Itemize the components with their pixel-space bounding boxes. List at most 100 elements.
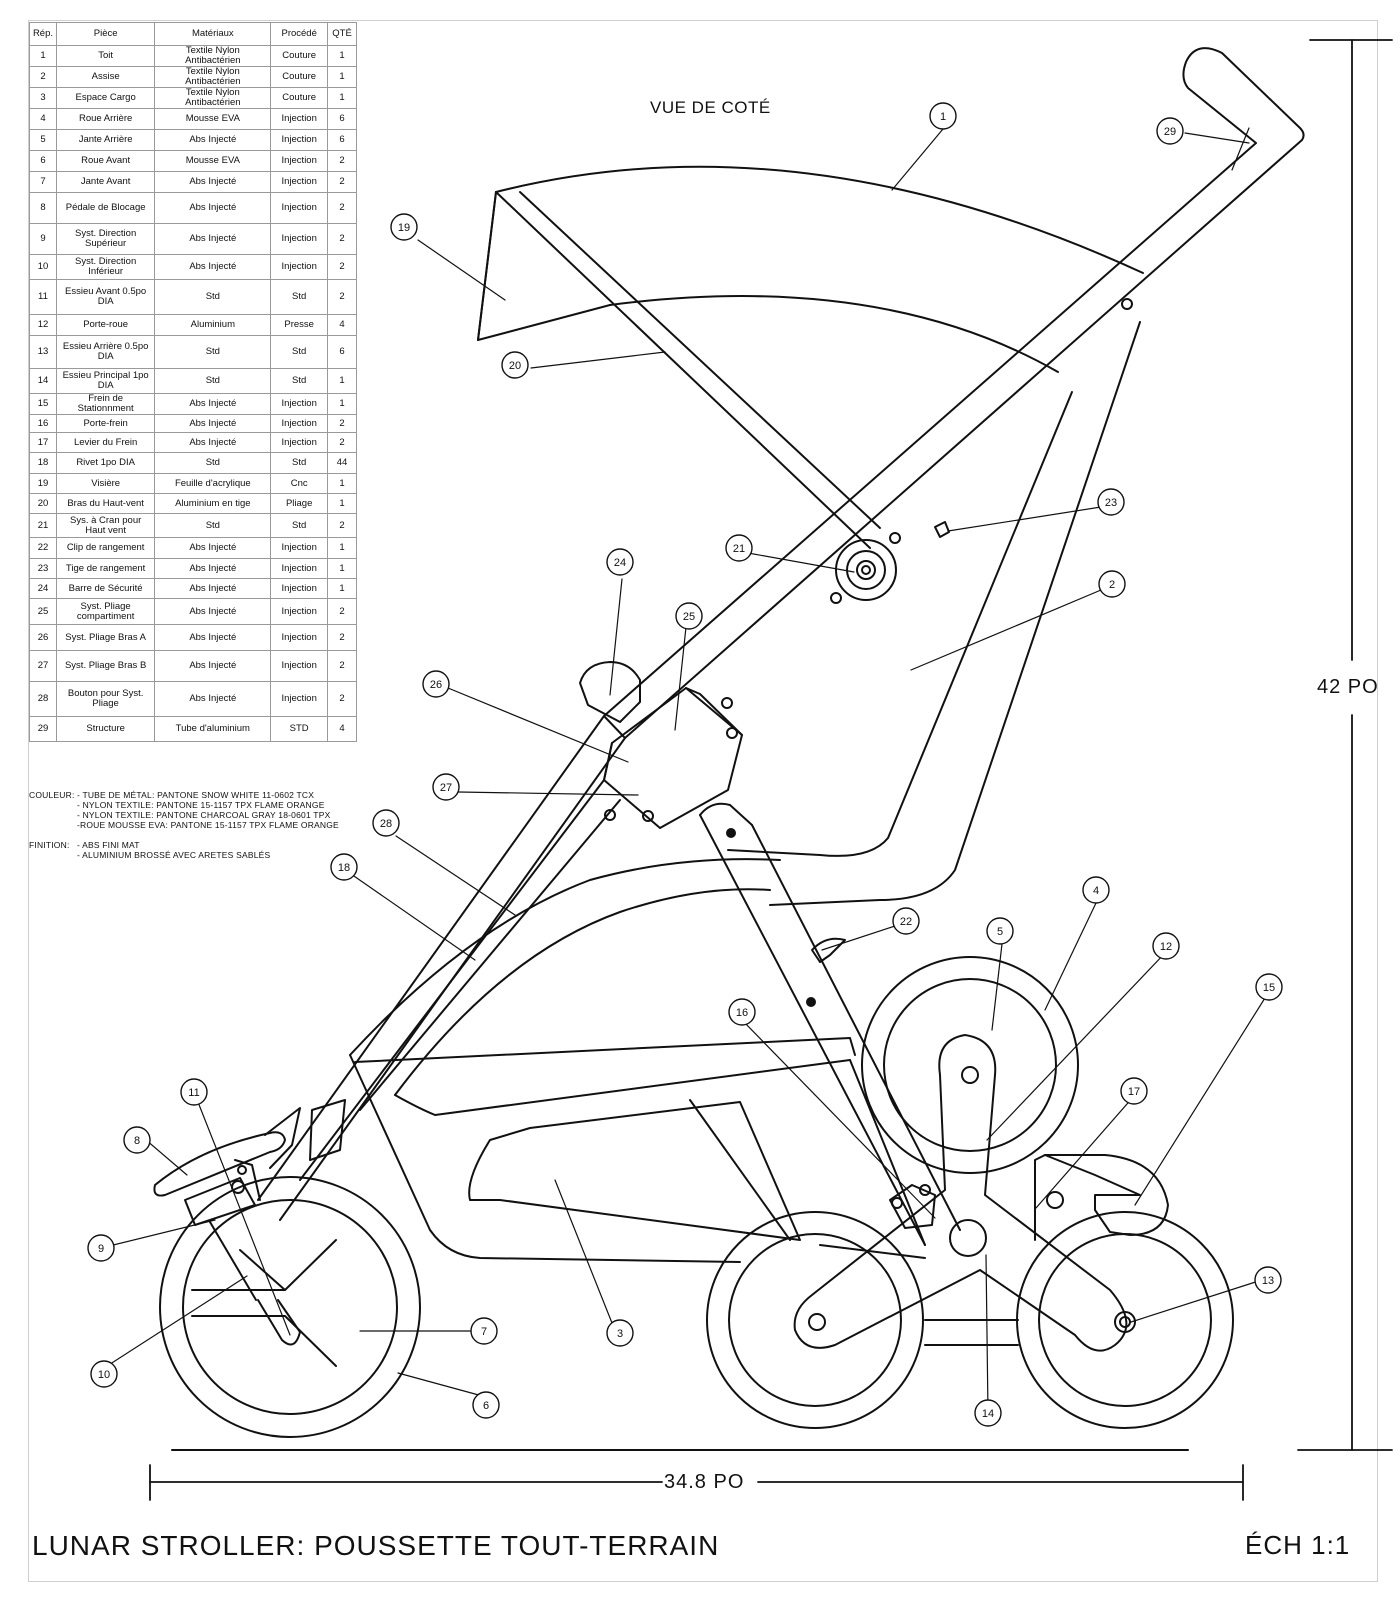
- balloon-label: 10: [98, 1369, 110, 1381]
- balloon-label: 13: [1262, 1275, 1274, 1287]
- parking-brake: [1034, 1154, 1169, 1241]
- bom-cell-qte: 2: [327, 513, 357, 538]
- balloon-1: 1: [929, 102, 957, 130]
- balloon-3: 3: [606, 1319, 634, 1347]
- bom-cell-piece: Syst. Pliage compartiment: [55, 598, 156, 625]
- canopy: [477, 165, 1144, 549]
- bom-cell-qte: 2: [327, 681, 357, 717]
- balloon-label: 1: [940, 111, 946, 123]
- drawing-scale: ÉCH 1:1: [1245, 1530, 1351, 1560]
- bom-cell-piece: Essieu Avant 0.5po DIA: [55, 279, 156, 315]
- balloon-circle: [90, 1360, 118, 1388]
- balloon-label: 8: [134, 1135, 140, 1147]
- finition-line: - Aluminium brossé avec aretes sablés: [77, 850, 271, 860]
- balloon-28: 28: [372, 809, 400, 837]
- bom-cell-piece: Essieu Arrière 0.5po DIA: [55, 335, 156, 369]
- bom-cell-qte: 2: [327, 279, 357, 315]
- balloon-circle: [974, 1399, 1002, 1427]
- balloon-27: 27: [432, 773, 460, 801]
- balloon-22: 22: [892, 907, 920, 935]
- balloon-10: 10: [90, 1360, 118, 1388]
- balloon-21: 21: [725, 534, 753, 562]
- notes-block: Couleur: - Tube de métal: Pantone Snow W…: [29, 790, 339, 860]
- balloon-circle: [372, 809, 400, 837]
- bom-cell-qte: 2: [327, 192, 357, 224]
- bom-header-qte: QTÉ: [327, 22, 357, 46]
- balloon-4: 4: [1082, 876, 1110, 904]
- balloon-circle: [892, 907, 920, 935]
- balloon-circle: [1255, 973, 1283, 1001]
- height-dimension: 42 PO: [1317, 676, 1379, 698]
- bom-cell-procede: Injection: [270, 223, 329, 255]
- balloon-2: 2: [1098, 570, 1126, 598]
- balloon-circle: [87, 1234, 115, 1262]
- couleur-label: Couleur:: [29, 790, 75, 800]
- balloon-8: 8: [123, 1126, 151, 1154]
- bom-cell-materiaux: Abs Injecté: [154, 254, 272, 280]
- balloon-label: 27: [440, 782, 452, 794]
- bom-cell-piece: Syst. Pliage Bras B: [55, 650, 156, 682]
- bom-cell-rep: 9: [29, 223, 57, 255]
- couleur-line: -Roue mousse EVA: Pantone 15-1157 TPX Fl…: [77, 820, 339, 830]
- balloon-label: 19: [398, 222, 410, 234]
- balloon-label: 9: [98, 1243, 104, 1255]
- balloon-label: 12: [1160, 941, 1172, 953]
- balloon-circle: [606, 1319, 634, 1347]
- bom-cell-rep: 25: [29, 598, 57, 625]
- balloon-19: 19: [390, 213, 418, 241]
- bom-cell-materiaux: Abs Injecté: [154, 624, 272, 651]
- bom-header-row: Rép. Pièce Matériaux Procédé QTÉ: [29, 22, 357, 46]
- balloon-29: 29: [1156, 117, 1184, 145]
- balloon-circle: [180, 1078, 208, 1106]
- balloon-label: 7: [481, 1326, 487, 1338]
- bom-cell-qte: 4: [327, 716, 357, 742]
- balloon-label: 5: [997, 926, 1003, 938]
- balloon-24: 24: [606, 548, 634, 576]
- balloon-circle: [675, 602, 703, 630]
- balloon-circle: [1152, 932, 1180, 960]
- bom-cell-rep: 28: [29, 681, 57, 717]
- seat: [727, 321, 1141, 906]
- balloon-circle: [606, 548, 634, 576]
- balloon-circle: [390, 213, 418, 241]
- balloon-label: 3: [617, 1328, 623, 1340]
- bom-cell-qte: 2: [327, 650, 357, 682]
- balloon-label: 23: [1105, 497, 1117, 509]
- bom-header-piece: Pièce: [55, 22, 156, 46]
- couleur-line: - Tube de métal: Pantone Snow White 11-0…: [77, 790, 315, 800]
- drawing-title: LUNAR STROLLER: POUSSETTE TOUT-TERRAIN: [32, 1530, 720, 1561]
- bom-cell-piece: Syst. Direction Inférieur: [55, 254, 156, 280]
- couleur-line: - Nylon textile: Pantone Charcoal Gray 1…: [77, 810, 331, 820]
- bom-cell-procede: Injection: [270, 192, 329, 224]
- balloon-label: 2: [1109, 579, 1115, 591]
- balloon-label: 20: [509, 360, 521, 372]
- balloon-6: 6: [472, 1391, 500, 1419]
- bom-cell-piece: Syst. Direction Supérieur: [55, 223, 156, 255]
- balloon-circle: [1098, 570, 1126, 598]
- balloon-circle: [123, 1126, 151, 1154]
- balloon-circle: [1082, 876, 1110, 904]
- bom-cell-materiaux: Std: [154, 335, 272, 369]
- bom-cell-materiaux: Tube d'aluminium: [154, 716, 272, 742]
- finition-label: Finition:: [29, 840, 70, 850]
- balloon-circle: [1097, 488, 1125, 516]
- balloon-13: 13: [1254, 1266, 1282, 1294]
- balloon-circle: [728, 998, 756, 1026]
- balloon-circle: [330, 853, 358, 881]
- balloon-9: 9: [87, 1234, 115, 1262]
- view-title: VUE DE COTÉ: [650, 98, 771, 117]
- balloon-15: 15: [1255, 973, 1283, 1001]
- balloon-circle: [929, 102, 957, 130]
- drawing-sheet: [28, 20, 1378, 1582]
- balloon-label: 11: [188, 1087, 199, 1099]
- balloon-circle: [501, 351, 529, 379]
- front-wheel: [159, 1176, 421, 1438]
